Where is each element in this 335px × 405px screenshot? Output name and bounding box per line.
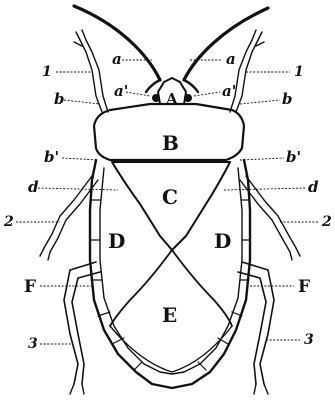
label-B: B [162,131,179,155]
label-b-prime-right: b' [286,148,301,166]
eye-left [152,94,160,102]
label-d-right: d [308,178,319,196]
label-1-left: 1 [42,64,52,80]
label-a-left: a [112,50,122,68]
hindleg-right [238,262,274,394]
label-b-left: b [54,90,65,108]
label-A: A [165,90,178,108]
label-2-right: 2 [321,214,332,230]
label-d-left: d [28,178,39,196]
label-3-right: 3 [304,332,314,348]
hemelytra-clavus-right [172,250,232,326]
label-1-right: 1 [294,64,304,80]
label-b-right: b [282,90,293,108]
label-E: E [162,303,177,327]
label-a-prime-left: a' [114,82,128,100]
connexivum-segments [90,200,250,370]
label-F-left: F [24,277,36,297]
antenna-left [74,6,160,92]
label-C: C [162,185,178,209]
label-3-left: 3 [28,336,38,352]
label-a-prime-right: a' [222,82,236,100]
label-2-left: 2 [3,214,14,230]
foreleg-left [74,30,108,112]
label-a-right: a [226,50,236,68]
label-D-left: D [108,229,125,253]
label-b-prime-left: b' [44,148,59,166]
label-D-right: D [214,229,231,253]
label-F-right: F [298,277,310,297]
eye-right [184,94,192,102]
hindleg-left [64,262,100,394]
